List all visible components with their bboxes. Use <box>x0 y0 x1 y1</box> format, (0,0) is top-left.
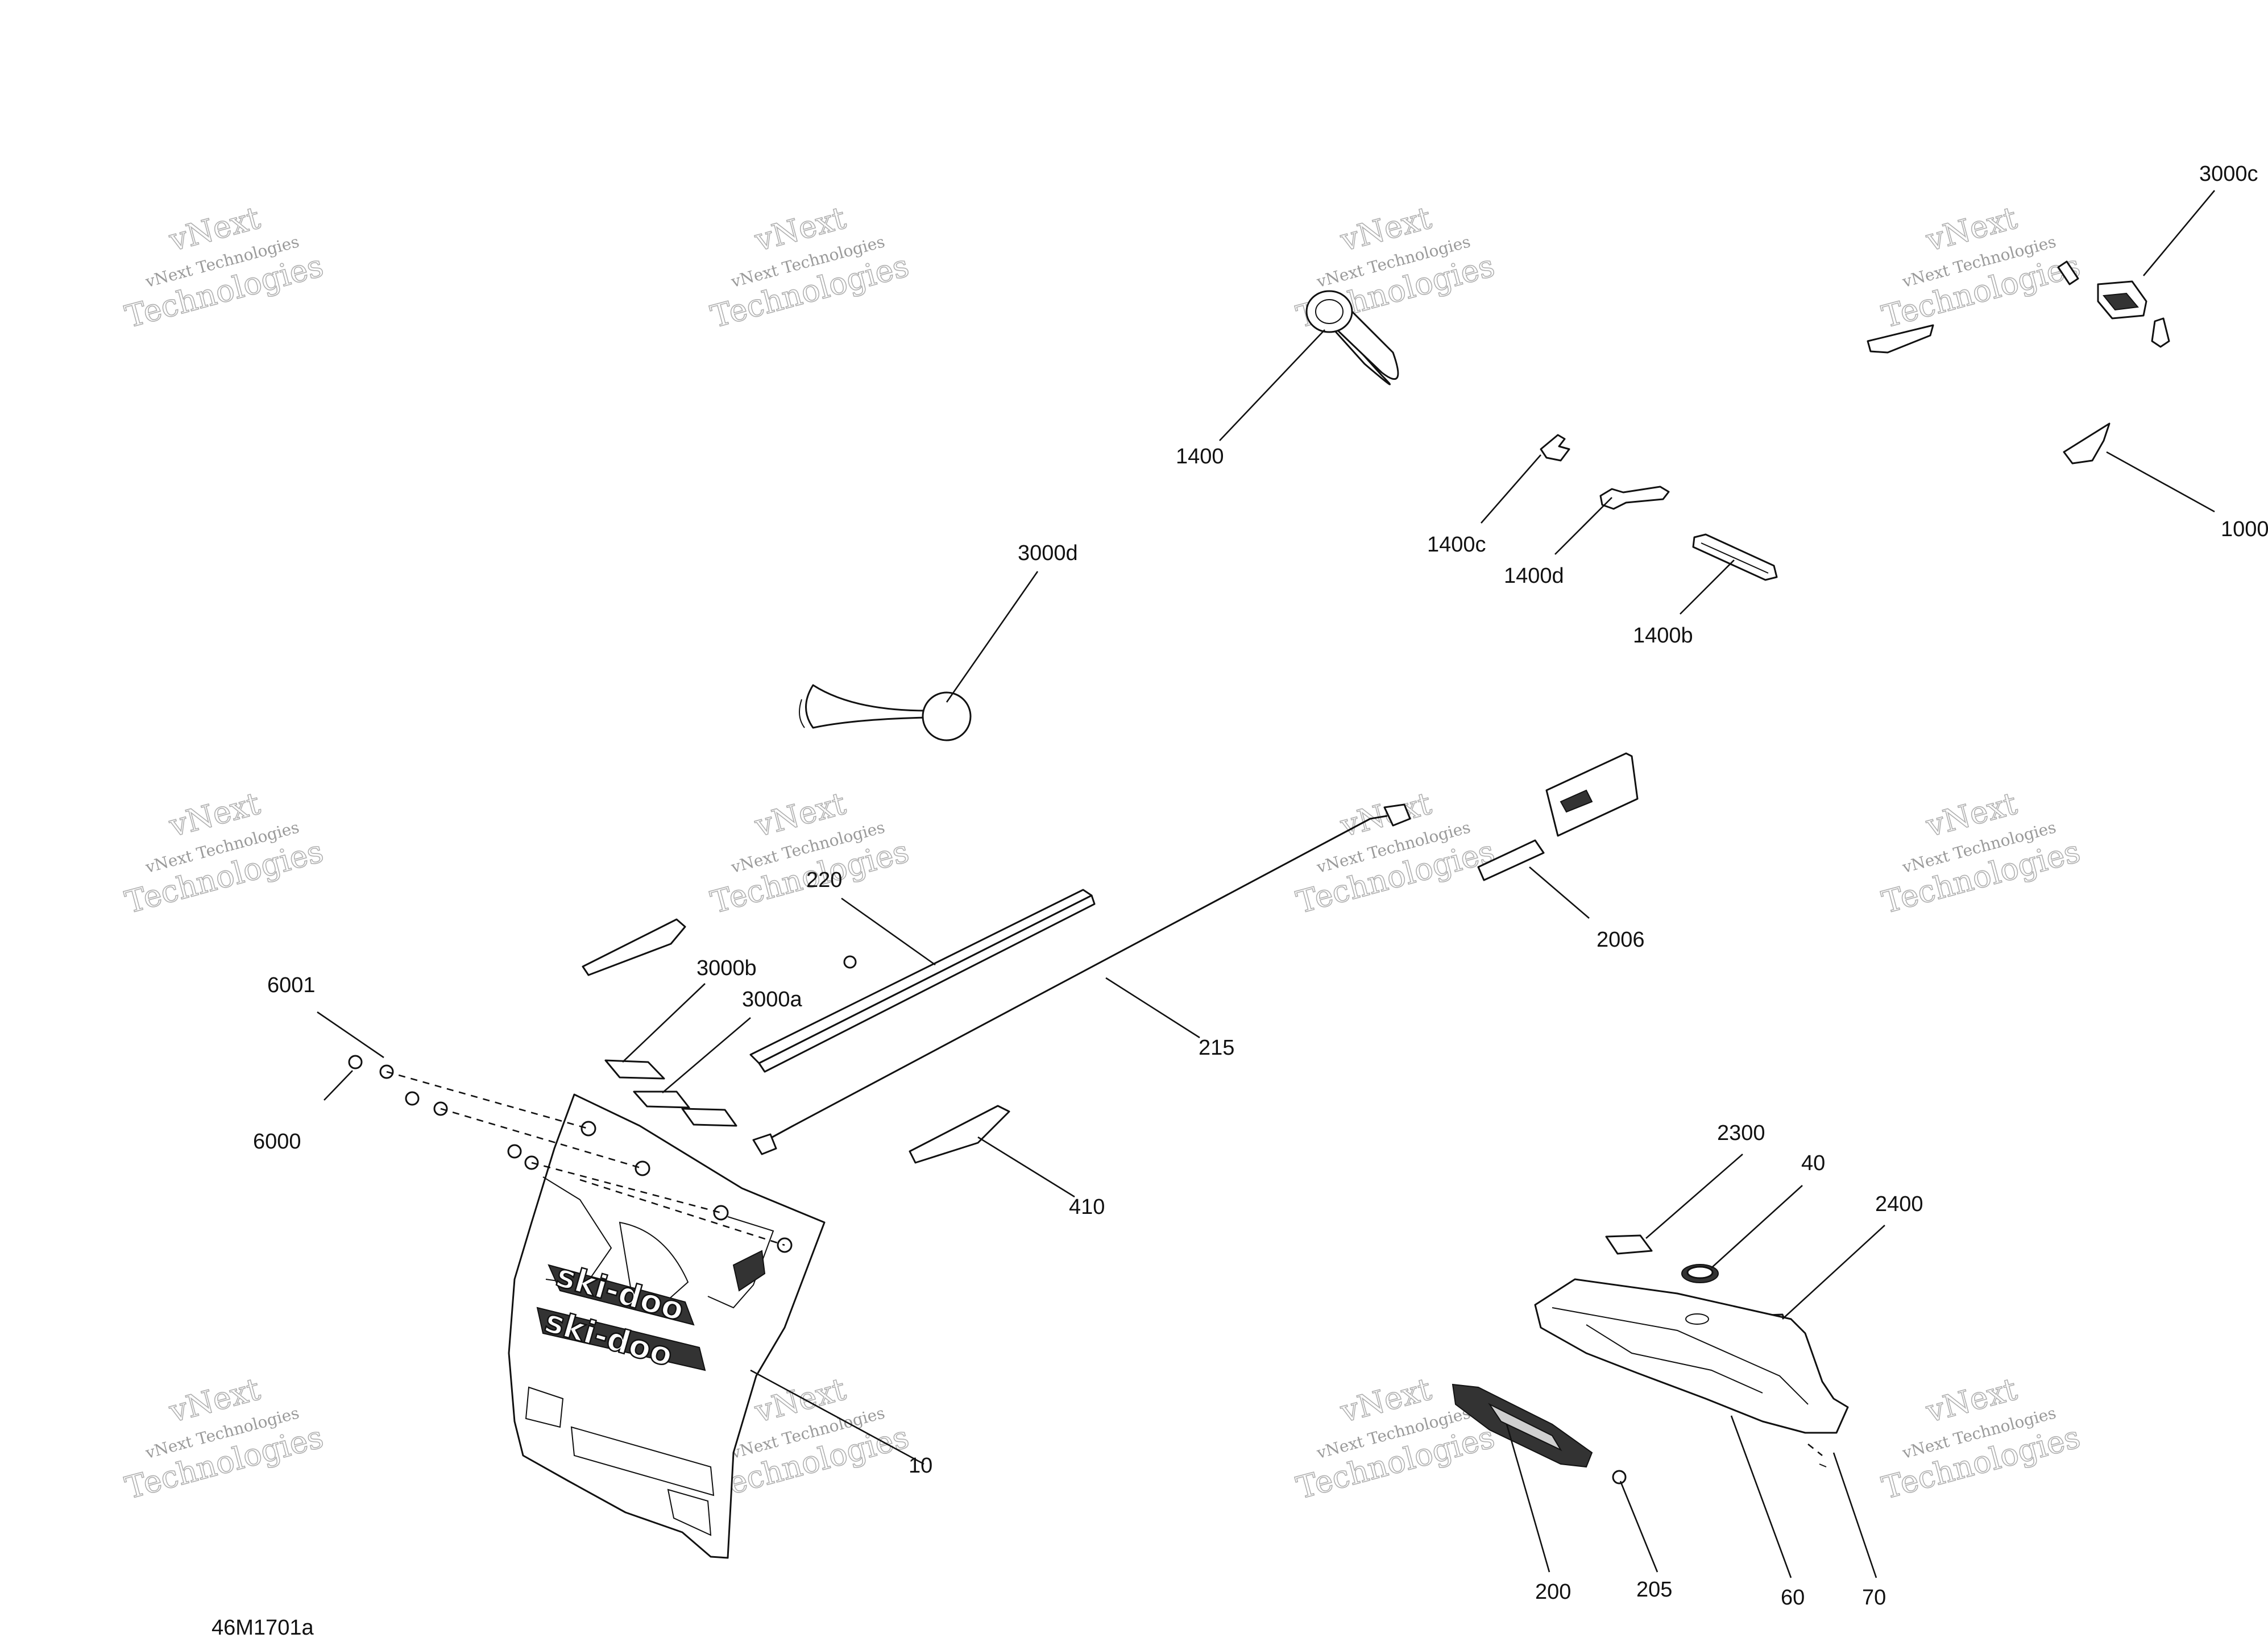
part-3000d-horn <box>799 684 972 741</box>
part-1400b-tool <box>1692 533 1778 581</box>
part-70-screw <box>1819 1463 1827 1467</box>
callout-215: 215 <box>1199 1036 1234 1060</box>
watermark: vNext vNext Technologies Technologies <box>121 785 327 920</box>
callout-205: 205 <box>1636 1578 1672 1602</box>
callout-3000b: 3000b <box>696 956 757 980</box>
callout-2006: 2006 <box>1597 928 1645 952</box>
part-10-front-panel: ski-doo ski-doo <box>508 1093 826 1559</box>
watermark-layer: vNext vNext Technologies Technologies vN… <box>121 199 2084 1506</box>
callout-3000d: 3000d <box>1018 541 1078 565</box>
part-60-rear-cover <box>1534 1278 1849 1434</box>
part-215-cable <box>752 803 1411 1155</box>
part-1000-decal <box>2063 422 2111 465</box>
callout-200: 200 <box>1535 1580 1571 1604</box>
watermark: vNext vNext Technologies Technologies <box>1878 785 2084 920</box>
part-1400-cylinder <box>1305 290 1399 385</box>
callout-1000: 1000 <box>2221 517 2268 541</box>
callout-3000a: 3000a <box>742 988 803 1011</box>
callout-1400: 1400 <box>1176 445 1224 468</box>
part-decal-small <box>1867 324 1934 354</box>
part-220-trim-strip <box>749 889 1096 1073</box>
callout-40: 40 <box>1801 1151 1825 1175</box>
callout-1400c: 1400c <box>1427 533 1486 557</box>
callout-10: 10 <box>909 1454 932 1478</box>
callout-2300: 2300 <box>1717 1121 1765 1145</box>
callout-410: 410 <box>1069 1195 1105 1219</box>
part-410-decal <box>909 1105 1010 1164</box>
part-205-screw <box>1612 1470 1627 1485</box>
diagram-ref-code: 46M1701a <box>212 1616 314 1640</box>
watermark: vNext vNext Technologies Technologies <box>1292 785 1499 920</box>
watermark: vNext vNext Technologies Technologies <box>1878 1370 2084 1506</box>
callout-labels: 3000c 1400 1400c 1400d 1400b 1000 3000d … <box>253 162 2268 1610</box>
callout-2400: 2400 <box>1875 1192 1923 1216</box>
part-decal-left <box>582 918 686 976</box>
watermark: vNext vNext Technologies Technologies <box>707 199 913 335</box>
callout-1400b: 1400b <box>1633 624 1693 648</box>
part-2300-decal <box>1605 1234 1653 1255</box>
callout-3000c: 3000c <box>2199 162 2258 186</box>
part-40-emblem <box>1681 1264 1719 1283</box>
part-3000b-decal <box>604 1059 665 1080</box>
leader-lines <box>317 190 2215 1578</box>
callout-70: 70 <box>1862 1586 1886 1610</box>
callout-220: 220 <box>806 868 842 892</box>
part-3000a-decal <box>633 1090 737 1127</box>
watermark: vNext vNext Technologies Technologies <box>707 785 913 920</box>
watermark: vNext vNext Technologies Technologies <box>121 199 327 335</box>
part-1400c-hook <box>1540 434 1570 462</box>
callout-1400d: 1400d <box>1504 564 1564 588</box>
callout-6000: 6000 <box>253 1130 301 1154</box>
part-200-lamp <box>1452 1383 1593 1468</box>
callout-60: 60 <box>1781 1586 1805 1610</box>
watermark: vNext vNext Technologies Technologies <box>121 1370 327 1506</box>
assembly-lines <box>386 1071 1823 1457</box>
part-3000c-bracket <box>2057 260 2170 348</box>
part-1400d-wrench <box>1599 486 1670 510</box>
watermark: vNext vNext Technologies Technologies <box>1292 1370 1499 1506</box>
part-2006-plate <box>1477 752 1639 881</box>
parts-layer: ski-doo ski-doo <box>348 260 2170 1559</box>
watermark: vNext vNext Technologies Technologies <box>1878 199 2084 335</box>
callout-6001: 6001 <box>267 973 316 997</box>
